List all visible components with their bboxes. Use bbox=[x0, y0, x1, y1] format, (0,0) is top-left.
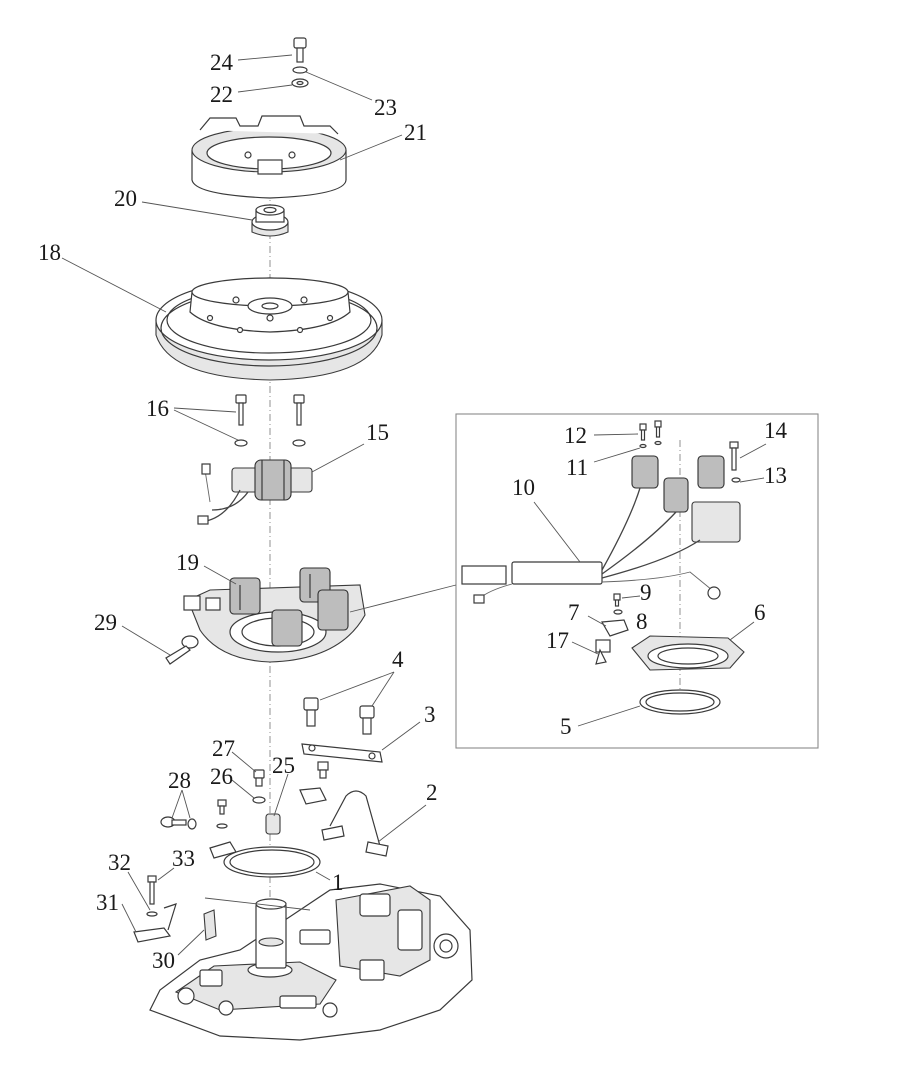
part-4-bolts bbox=[303, 697, 375, 735]
callout-31: 31 bbox=[96, 890, 119, 915]
detail-link-line bbox=[349, 584, 457, 613]
part-14-screw bbox=[729, 441, 741, 483]
part-20-nut bbox=[251, 204, 289, 237]
part-7-clamp bbox=[601, 619, 629, 637]
part-1-gasket bbox=[223, 846, 321, 878]
callout-10: 10 bbox=[512, 475, 535, 500]
callout-3: 3 bbox=[424, 702, 436, 727]
part-19-stator-plate bbox=[183, 567, 366, 663]
engine-block bbox=[149, 883, 473, 1041]
callout-30: 30 bbox=[152, 948, 175, 973]
part-17-bracket bbox=[595, 648, 607, 665]
part-29-bolt bbox=[165, 635, 199, 665]
part-12-screws bbox=[639, 420, 662, 449]
part-8-washer bbox=[613, 609, 623, 615]
callout-29: 29 bbox=[94, 610, 117, 635]
part-18-flywheel bbox=[155, 277, 383, 381]
callout-32: 32 bbox=[108, 850, 131, 875]
callout-9: 9 bbox=[640, 580, 652, 605]
part-5-gasket bbox=[639, 689, 721, 715]
callout-20: 20 bbox=[114, 186, 137, 211]
callout-18: 18 bbox=[38, 240, 61, 265]
part-23-washer bbox=[292, 66, 308, 74]
callout-19: 19 bbox=[176, 550, 199, 575]
part-33-screw bbox=[147, 875, 157, 905]
callout-21: 21 bbox=[404, 120, 427, 145]
part-25-bushing bbox=[265, 813, 281, 835]
callout-5: 5 bbox=[560, 714, 572, 739]
small-screws-cluster bbox=[209, 761, 329, 859]
callout-1: 1 bbox=[332, 870, 344, 895]
callout-26: 26 bbox=[210, 764, 233, 789]
callout-2: 2 bbox=[426, 780, 438, 805]
part-21-starter-cup bbox=[191, 115, 347, 199]
part-6-stator-plate bbox=[595, 635, 745, 671]
part-32-washer bbox=[146, 911, 158, 917]
leader-lines bbox=[61, 54, 767, 956]
part-2-u-bracket bbox=[321, 790, 389, 857]
callout-28: 28 bbox=[168, 768, 191, 793]
callout-24: 24 bbox=[210, 50, 234, 75]
detail-inset-box bbox=[455, 413, 819, 749]
callout-8: 8 bbox=[636, 609, 648, 634]
callout-12: 12 bbox=[564, 423, 587, 448]
callout-13: 13 bbox=[764, 463, 787, 488]
part-31-clip bbox=[133, 903, 177, 943]
part-10-cdi-unit bbox=[461, 455, 741, 604]
callout-11: 11 bbox=[566, 455, 588, 480]
callout-16: 16 bbox=[146, 396, 169, 421]
callout-4: 4 bbox=[392, 647, 404, 672]
callout-15: 15 bbox=[366, 420, 389, 445]
part-3-bracket-plate bbox=[301, 743, 383, 763]
part-9-screw bbox=[613, 593, 621, 607]
callout-6: 6 bbox=[754, 600, 766, 625]
part-30-shim bbox=[203, 909, 217, 941]
part-26-washer bbox=[252, 796, 266, 804]
part-24-bolt bbox=[293, 37, 307, 63]
callout-27: 27 bbox=[212, 736, 235, 761]
callout-23: 23 bbox=[374, 95, 397, 120]
callout-17: 17 bbox=[546, 628, 569, 653]
callout-25: 25 bbox=[272, 753, 295, 778]
part-28-screw bbox=[160, 816, 197, 830]
callout-7: 7 bbox=[568, 600, 580, 625]
callout-33: 33 bbox=[172, 846, 195, 871]
part-22-washer bbox=[291, 78, 309, 88]
part-15-charge-coil bbox=[197, 459, 313, 525]
part-16-screws bbox=[234, 394, 306, 447]
part-27-screw bbox=[253, 769, 265, 787]
callout-14: 14 bbox=[764, 418, 788, 443]
callout-22: 22 bbox=[210, 82, 233, 107]
